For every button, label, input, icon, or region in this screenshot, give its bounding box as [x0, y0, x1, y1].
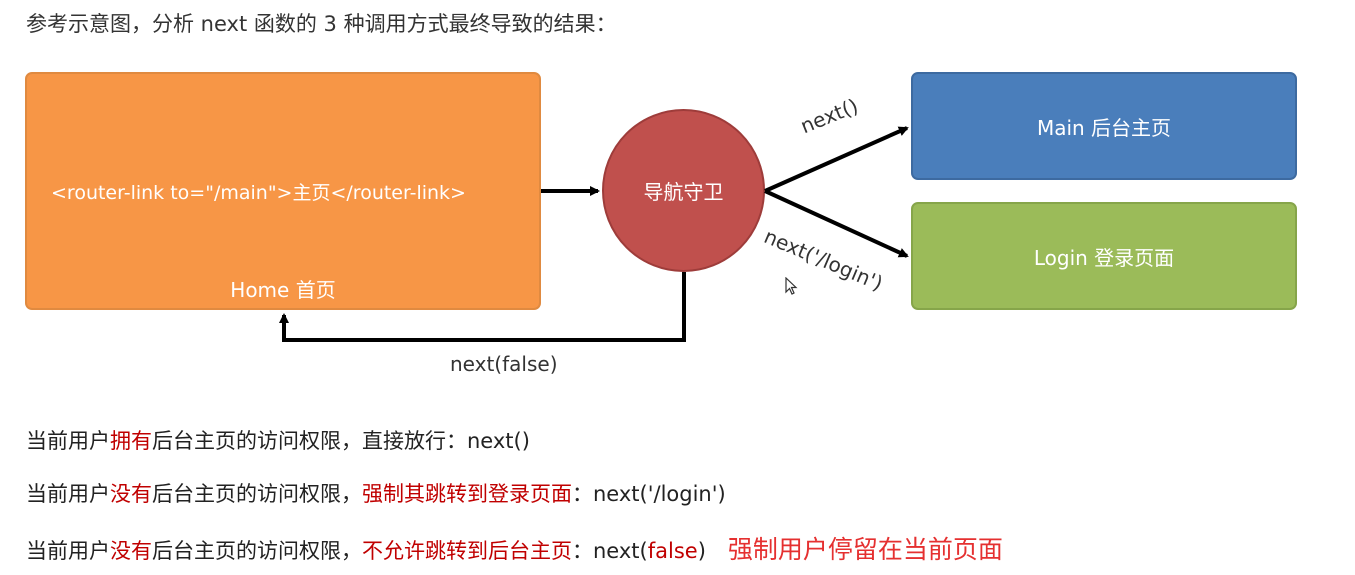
login-label: Login 登录页面	[1033, 245, 1175, 270]
arrow-guard-to-main	[764, 126, 909, 193]
line2-prefix: 当前用户	[26, 482, 110, 506]
home-page-box: <router-link to="/main">主页</router-link>…	[25, 72, 541, 310]
main-label: Main 后台主页	[1036, 115, 1172, 140]
result-line-1: 当前用户拥有后台主页的访问权限，直接放行：next()	[26, 425, 530, 455]
line1-rest: 后台主页的访问权限，直接放行：next()	[152, 429, 530, 453]
login-page-box: Login 登录页面	[911, 202, 1297, 310]
line3-rest: ：next(	[572, 539, 648, 563]
result-line-3: 当前用户没有后台主页的访问权限，不允许跳转到后台主页：next(false) 强制…	[26, 530, 1003, 566]
home-label: Home 首页	[230, 278, 336, 302]
line3-highlight: 没有	[110, 539, 152, 563]
main-page-box: Main 后台主页	[911, 72, 1297, 180]
line3-highlight-2: 不允许跳转到后台主页	[362, 539, 572, 563]
router-link-text: <router-link to="/main">主页</router-link>	[51, 182, 466, 204]
page-heading: 参考示意图，分析 next 函数的 3 种调用方式最终导致的结果：	[26, 12, 617, 36]
line2-rest: ：next('/login')	[572, 482, 726, 506]
line2-highlight: 没有	[110, 482, 152, 506]
line3-prefix: 当前用户	[26, 539, 110, 563]
result-line-2: 当前用户没有后台主页的访问权限，强制其跳转到登录页面：next('/login'…	[26, 478, 726, 508]
navigation-guard-circle: 导航守卫	[602, 109, 765, 272]
arrow-guard-to-login	[764, 189, 909, 258]
line1-prefix: 当前用户	[26, 429, 110, 453]
guard-label: 导航守卫	[643, 180, 724, 204]
arrow-guard-back-to-home	[279, 272, 686, 342]
line3-note: 强制用户停留在当前页面	[727, 535, 1003, 564]
line3-middle: 后台主页的访问权限，	[152, 539, 362, 563]
line2-highlight-2: 强制其跳转到登录页面	[362, 482, 572, 506]
line3-code: false	[647, 539, 698, 563]
line1-highlight: 拥有	[110, 429, 152, 453]
line2-middle: 后台主页的访问权限，	[152, 482, 362, 506]
edge-label-next-false: next(false)	[450, 352, 558, 376]
mouse-cursor-icon	[785, 277, 798, 295]
line3-end: )	[697, 539, 706, 563]
